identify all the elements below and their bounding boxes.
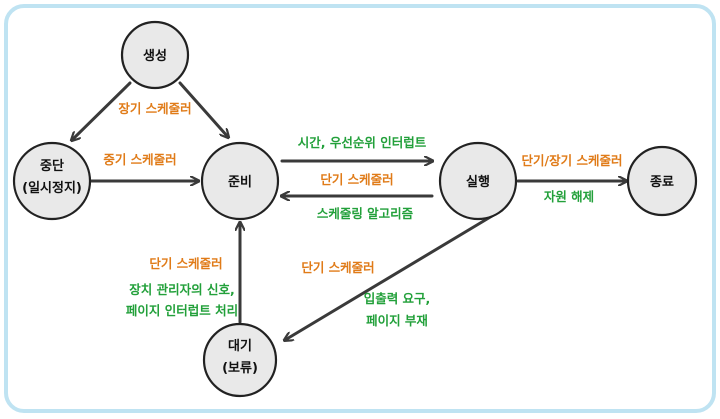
edge-running-to-wait: [285, 208, 504, 340]
label-device-signal-line1: 장치 관리자의 신호,: [129, 282, 234, 297]
label-timeout-interrupt: 시간, 우선순위 인터럽트: [298, 135, 427, 150]
label-running-to-wait-scheduler: 단기 스케줄러: [301, 260, 374, 275]
node-create-label: 생성: [143, 49, 167, 64]
node-running-label: 실행: [466, 174, 490, 190]
node-create: 생성: [120, 20, 190, 90]
node-wait-label: 대기: [228, 339, 252, 354]
label-short-term-scheduler: 단기 스케줄러: [320, 172, 393, 187]
label-io-request-line2: 페이지 부재: [366, 313, 428, 328]
edge-create-to-ready: [178, 81, 228, 137]
label-mid-term-scheduler: 중기 스케줄러: [103, 152, 176, 167]
label-wait-to-ready-scheduler: 단기 스케줄러: [149, 256, 222, 271]
node-exit-label: 종료: [650, 175, 674, 190]
node-ready-label: 준비: [228, 175, 252, 190]
node-exit: 종료: [626, 145, 698, 217]
node-suspend-label: 중단: [40, 158, 64, 174]
label-device-signal-line2: 페이지 인터럽트 처리: [126, 303, 238, 318]
node-ready: 준비: [200, 141, 280, 221]
edge-create-to-suspend: [72, 81, 132, 140]
node-running: 실행: [438, 141, 518, 221]
label-long-term-scheduler: 장기 스케줄러: [118, 101, 191, 116]
diagram-frame: [4, 4, 716, 413]
label-io-request-line1: 입출력 요구,: [364, 291, 431, 306]
node-suspend: 중단 (일시정지): [12, 141, 92, 221]
label-scheduling-algorithm: 스케줄링 알고리즘: [317, 206, 414, 221]
label-short-long-scheduler: 단기/장기 스케줄러: [522, 153, 623, 168]
node-wait-sublabel: (보류): [222, 361, 258, 376]
label-resource-release: 자원 해제: [544, 189, 594, 204]
node-wait: 대기 (보류): [202, 322, 278, 398]
node-suspend-sublabel: (일시정지): [22, 180, 82, 196]
